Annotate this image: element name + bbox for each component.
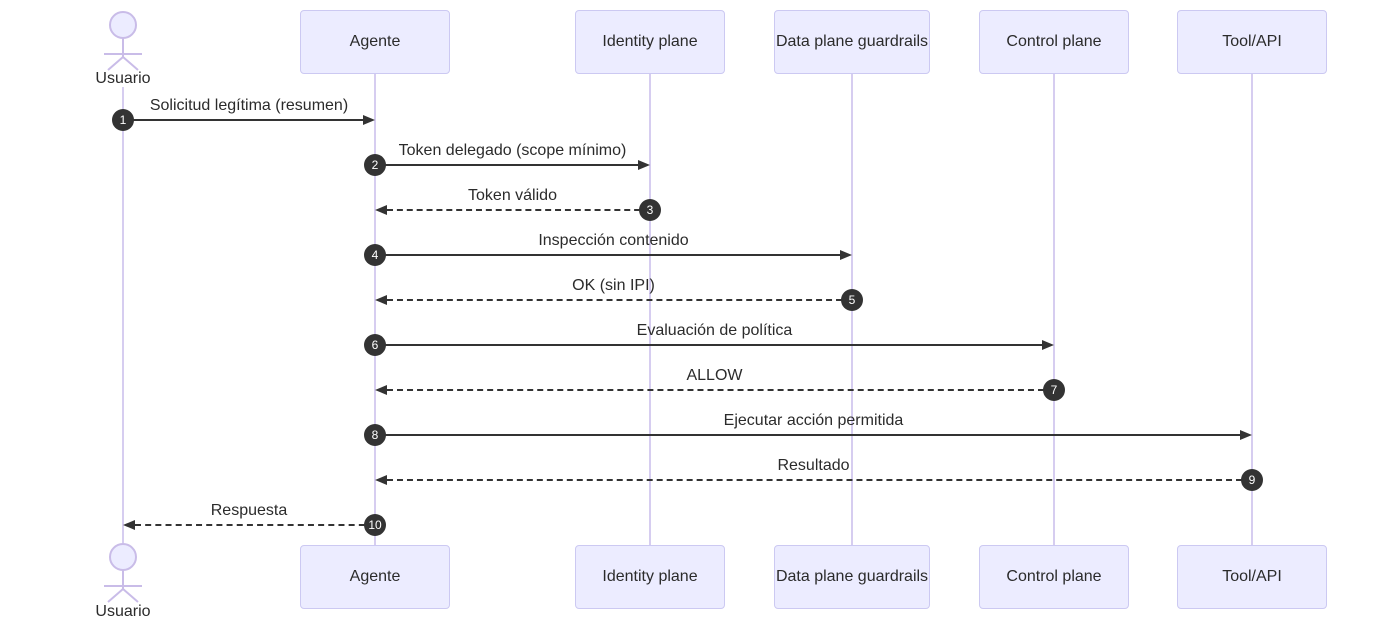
actor-figure-bottom-usuario — [90, 543, 156, 603]
message-line — [387, 389, 1054, 391]
message-label: Evaluación de política — [636, 322, 793, 339]
sequence-number: 7 — [1043, 379, 1065, 401]
arrowhead-icon — [363, 115, 375, 125]
actor-label-top-usuario: Usuario — [95, 70, 151, 87]
participant-box-top-agente: Agente — [300, 10, 450, 74]
arrowhead-icon — [638, 160, 650, 170]
arrowhead-icon — [123, 520, 135, 530]
arrowhead-icon — [840, 250, 852, 260]
arrowhead-icon — [375, 295, 387, 305]
sequence-number: 2 — [364, 154, 386, 176]
message-line — [135, 524, 375, 526]
sequence-number: 8 — [364, 424, 386, 446]
actor-label-bottom-usuario: Usuario — [95, 603, 151, 620]
sequence-number: 6 — [364, 334, 386, 356]
message-line — [387, 479, 1252, 481]
message-line — [375, 434, 1240, 436]
participant-box-bottom-tool: Tool/API — [1177, 545, 1327, 609]
participant-box-top-tool: Tool/API — [1177, 10, 1327, 74]
stick-figure-icon — [104, 11, 142, 71]
participant-box-top-control: Control plane — [979, 10, 1129, 74]
participant-box-bottom-agente: Agente — [300, 545, 450, 609]
message-line — [123, 119, 363, 121]
sequence-number: 3 — [639, 199, 661, 221]
lifeline-identity — [649, 74, 651, 545]
message-label: Resultado — [777, 457, 850, 474]
arrowhead-icon — [1240, 430, 1252, 440]
lifeline-tool — [1251, 74, 1253, 545]
sequence-number: 4 — [364, 244, 386, 266]
participant-box-top-identity: Identity plane — [575, 10, 725, 74]
message-label: Respuesta — [210, 502, 288, 519]
message-label: Solicitud legítima (resumen) — [149, 97, 349, 114]
sequence-number: 9 — [1241, 469, 1263, 491]
message-label: ALLOW — [686, 367, 743, 384]
message-label: OK (sin IPI) — [572, 277, 655, 294]
message-label: Token delegado (scope mínimo) — [398, 142, 627, 159]
lifeline-control — [1053, 74, 1055, 545]
arrowhead-icon — [375, 475, 387, 485]
participant-box-bottom-dataplane: Data plane guardrails — [774, 545, 930, 609]
message-label: Ejecutar acción permitida — [723, 412, 904, 429]
arrowhead-icon — [375, 385, 387, 395]
sequence-number: 1 — [112, 109, 134, 131]
arrowhead-icon — [375, 205, 387, 215]
message-line — [387, 209, 650, 211]
lifeline-usuario — [122, 87, 124, 543]
message-label: Token válido — [468, 187, 557, 204]
lifeline-agente — [374, 74, 376, 545]
participant-box-top-dataplane: Data plane guardrails — [774, 10, 930, 74]
arrowhead-icon — [1042, 340, 1054, 350]
message-line — [387, 299, 852, 301]
sequence-number: 10 — [364, 514, 386, 536]
actor-figure-top-usuario — [90, 11, 156, 71]
message-line — [375, 344, 1042, 346]
participant-box-bottom-identity: Identity plane — [575, 545, 725, 609]
sequence-number: 5 — [841, 289, 863, 311]
stick-figure-icon — [104, 543, 142, 603]
message-line — [375, 164, 638, 166]
message-line — [375, 254, 840, 256]
participant-box-bottom-control: Control plane — [979, 545, 1129, 609]
message-label: Inspección contenido — [538, 232, 689, 249]
